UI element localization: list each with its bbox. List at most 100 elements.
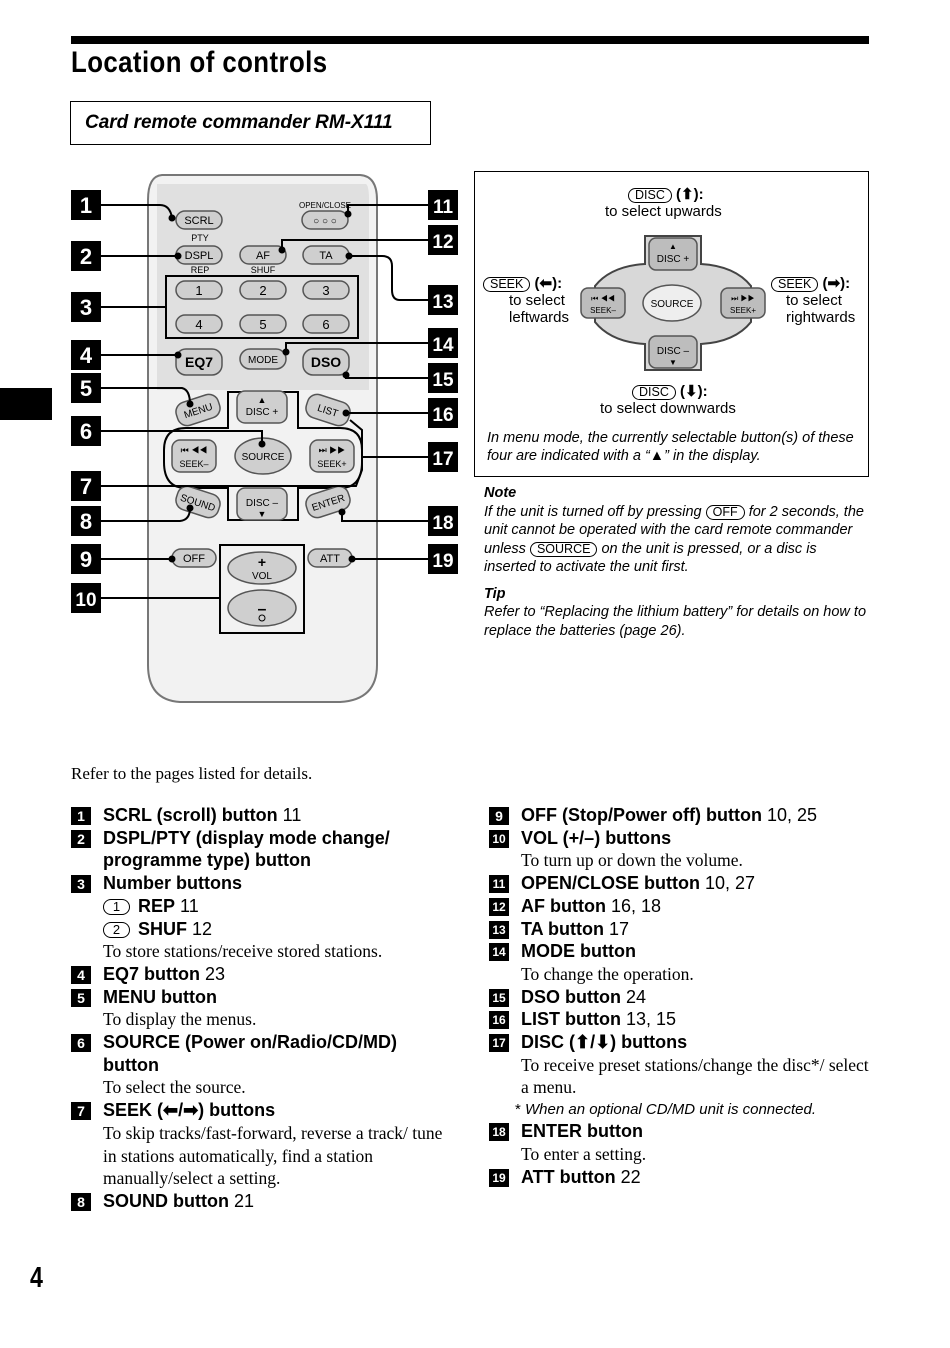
disc-down-label: DISC – [246, 498, 279, 509]
num-5-button[interactable] [239, 314, 287, 334]
callout-8: 8 [80, 509, 92, 534]
pad-disc-down[interactable] [648, 335, 698, 369]
eq7-button[interactable] [175, 348, 223, 376]
note-text-c: on the unit is pressed, or a disc is ins… [484, 540, 817, 576]
mode-button[interactable] [239, 348, 287, 370]
item-number: 4 [71, 965, 91, 984]
dso-button[interactable] [302, 348, 350, 376]
vol-minus-button[interactable] [227, 589, 297, 627]
open-close-button[interactable] [301, 210, 349, 230]
up-text: to select upwards [605, 203, 722, 220]
num-6-button[interactable] [302, 314, 350, 334]
item-pages: 10, 27 [705, 873, 756, 894]
page-number: 4 [30, 1262, 43, 1294]
item-title: DSPL/PTY (display mode change/ programme… [103, 827, 390, 871]
callout-17: 17 [432, 449, 453, 470]
callout-13: 13 [432, 292, 453, 313]
item-title: SEEK (⬅/➡) buttons [103, 1100, 276, 1121]
list-item: 7 SEEK (⬅/➡) buttons [71, 1099, 451, 1122]
item-title: SOUND button [103, 1190, 229, 1211]
seek-left-button[interactable] [171, 439, 217, 473]
pad-disc-up[interactable] [648, 237, 698, 271]
disc-down-button[interactable] [236, 487, 288, 521]
menu-button[interactable] [173, 392, 222, 428]
svg-text:○ ○ ○: ○ ○ ○ [313, 216, 337, 227]
vol-label: VOL [252, 571, 272, 582]
item-description: To store stations/receive stored station… [103, 941, 383, 962]
circled-number: 1 [103, 898, 130, 915]
dspl-label: DSPL [185, 250, 214, 262]
item-number: 3 [71, 875, 91, 894]
num-4-button[interactable] [175, 314, 223, 334]
item-number: 9 [489, 807, 509, 825]
item-number: 11 [489, 875, 509, 894]
item-number: 14 [489, 943, 509, 962]
pad-seek-left[interactable] [580, 287, 626, 319]
sub-pages: 12 [192, 918, 213, 939]
callout-7: 7 [80, 474, 92, 499]
page-title: Location of controls [71, 46, 328, 79]
num-1-button[interactable] [175, 280, 223, 300]
item-number: 1 [71, 807, 91, 825]
scrl-label: SCRL [184, 215, 213, 227]
pad-disc-down-label: DISC – [657, 346, 690, 357]
item-title: TA button [521, 918, 604, 939]
menu-mode-caption: In menu mode, the currently selectable b… [487, 430, 854, 464]
item-number: 13 [489, 920, 509, 939]
pad-source[interactable] [642, 284, 702, 322]
list-button[interactable] [303, 392, 352, 428]
note-text-a: If the unit is turned off by pressing [484, 503, 702, 520]
open-close-label: OPEN/CLOSE [299, 201, 351, 210]
item-title: MODE button [521, 941, 636, 962]
item-pages: 21 [234, 1190, 255, 1211]
item-number: 8 [71, 1192, 91, 1211]
vol-plus-label: + [258, 554, 266, 570]
callout-6: 6 [80, 419, 92, 444]
num-2-button[interactable] [239, 280, 287, 300]
pad-seek-left-label: SEEK– [590, 306, 616, 315]
disc-seek-panel: DISC (⬆): to select upwards SEEK (⬅): to… [474, 171, 869, 477]
left-text-1: to select [509, 292, 565, 309]
disc-up-button[interactable] [236, 390, 288, 424]
item-title: OPEN/CLOSE button [521, 873, 700, 894]
note-text-b: for 2 seconds, the unit cannot be operat… [484, 503, 864, 557]
section-tab [0, 388, 52, 420]
footnote-mark: * [515, 1101, 521, 1119]
item-title: OFF (Stop/Power off) button [521, 805, 762, 825]
item-pages: 24 [626, 986, 647, 1007]
disc-key: DISC [628, 188, 672, 203]
seek-right-button[interactable] [309, 439, 355, 473]
vol-plus-button[interactable] [227, 551, 297, 585]
item-number: 7 [71, 1102, 91, 1121]
sound-button[interactable] [173, 484, 222, 520]
num-6-label: 6 [322, 317, 329, 332]
callout-2: 2 [80, 244, 92, 269]
right-arrow-label: (➡): [822, 275, 851, 292]
item-title: AF button [521, 895, 606, 916]
pad-seek-right[interactable] [720, 287, 766, 319]
callout-18: 18 [432, 513, 453, 534]
sub-title: REP [138, 895, 176, 916]
item-pages: 23 [205, 963, 226, 984]
item-number: 5 [71, 988, 91, 1007]
svg-text:⏭ ▶▶: ⏭ ▶▶ [319, 445, 346, 455]
item-title: Number buttons [103, 873, 242, 894]
callout-9: 9 [80, 547, 92, 572]
item-pages: 10, 25 [766, 805, 818, 825]
down-arrow-label: (⬇): [680, 383, 708, 400]
enter-button[interactable] [303, 484, 352, 520]
af-button[interactable] [239, 245, 287, 265]
scrl-button[interactable] [175, 210, 223, 230]
num-3-button[interactable] [302, 280, 350, 300]
svg-text:⏭ ▶▶: ⏭ ▶▶ [731, 294, 755, 303]
source-label: SOURCE [242, 452, 285, 463]
